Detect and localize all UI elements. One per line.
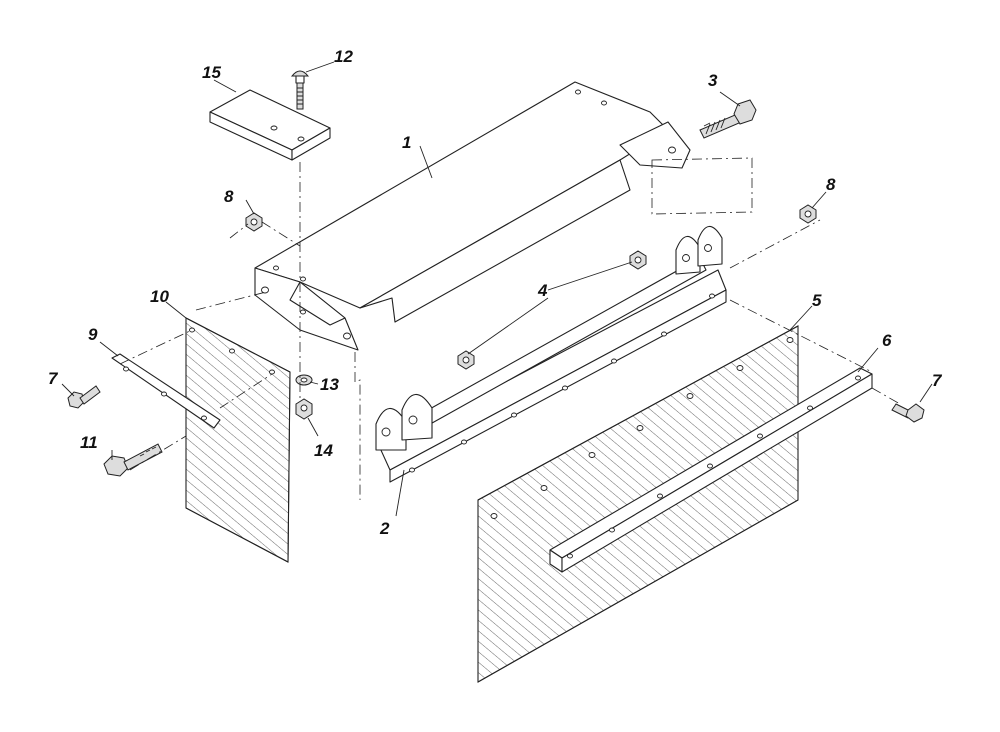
- pivot-bar-part-2: [375, 225, 727, 483]
- washer-part-13: [295, 374, 313, 386]
- nut-part-14: [295, 398, 313, 420]
- callout-12: 12: [334, 47, 353, 66]
- callout-8-left: 8: [224, 187, 234, 206]
- leader-lines: [61, 61, 933, 517]
- callout-7-right: 7: [932, 371, 943, 390]
- flap-holes: [490, 337, 794, 519]
- lock-nut-part-4-lower: [457, 350, 475, 370]
- callout-3: 3: [708, 71, 718, 90]
- lock-nut-part-8-left: [245, 212, 263, 232]
- callout-5: 5: [812, 291, 822, 310]
- bar-holes: [409, 293, 715, 473]
- main-bracket-part-1: [254, 81, 691, 351]
- callout-14: 14: [314, 441, 333, 460]
- lock-nut-part-4-upper: [629, 250, 647, 270]
- callout-2: 2: [379, 519, 390, 538]
- callout-6: 6: [882, 331, 892, 350]
- callouts: 1 2 3 4 5 6 7 7 8 8 9 10 11 12 13 14 15: [48, 47, 943, 538]
- hex-bolt-part-11: [103, 443, 163, 477]
- callout-13: 13: [320, 375, 339, 394]
- callout-15: 15: [202, 63, 221, 82]
- callout-11: 11: [80, 433, 98, 452]
- callout-10: 10: [150, 287, 169, 306]
- callout-8-right: 8: [826, 175, 836, 194]
- bolt-part-7-right: [891, 403, 925, 423]
- hex-bolt-part-3: [699, 99, 757, 139]
- callout-4: 4: [537, 281, 548, 300]
- side-flap-part-10: [185, 317, 291, 563]
- bolt-part-7-left: [67, 385, 101, 409]
- assembly-lines: [119, 157, 901, 500]
- carriage-bolt-part-12: [290, 70, 310, 110]
- callout-1: 1: [402, 133, 411, 152]
- top-plate-part-15: [209, 89, 331, 161]
- callout-9: 9: [88, 325, 98, 344]
- callout-7-left: 7: [48, 369, 59, 388]
- lock-nut-part-8-right: [799, 204, 817, 224]
